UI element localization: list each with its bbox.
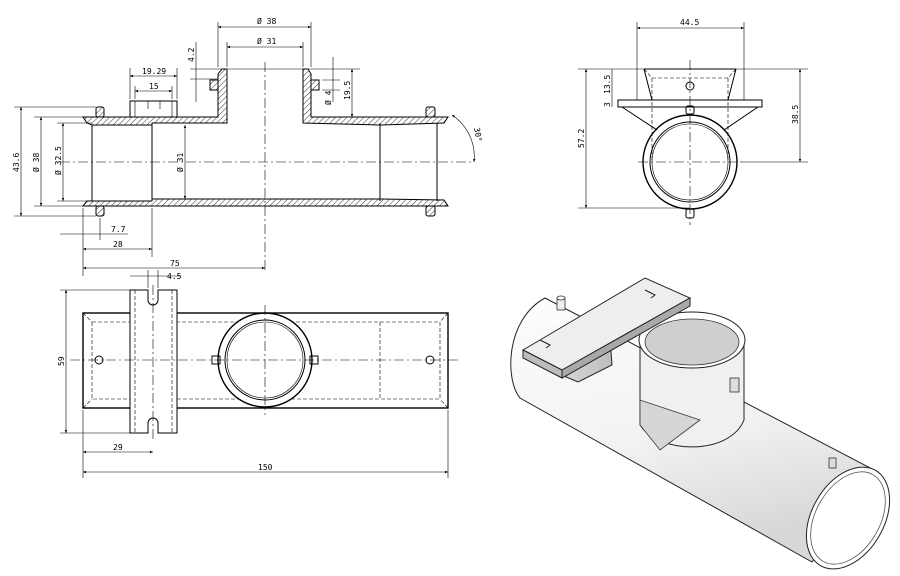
- dim-lip-height: 4.2: [187, 47, 196, 62]
- dim-bracket-position: 29: [113, 443, 123, 452]
- dim-total-length: 150: [258, 463, 273, 472]
- isometric-3d-view: [510, 277, 891, 570]
- dim-flange-dia: 43.6: [12, 153, 21, 172]
- dim-pipe-outer-dia: Ø 38: [31, 153, 41, 172]
- dim-boss-width: 19.29: [142, 67, 166, 76]
- dim-socket-dia: Ø 32.5: [53, 146, 63, 175]
- dim-branch-outer-dia: Ø 38: [257, 16, 276, 26]
- dim-total-height: 57.2: [577, 129, 586, 148]
- top-view: 4.5 59 29 150: [57, 270, 460, 478]
- dim-bracket-length: 59: [57, 356, 66, 366]
- dim-plate-thickness: 3: [603, 102, 612, 107]
- dim-socket-depth: 28: [113, 240, 123, 249]
- dim-slot-width: 4.5: [167, 272, 182, 281]
- dim-boss-inner: 15: [149, 82, 159, 91]
- dim-axis-height: 38.5: [791, 105, 800, 124]
- dim-flange-offset: 7.7: [111, 225, 126, 234]
- dim-bracket-height: 13.5: [603, 75, 612, 94]
- side-view: 44.5 13.5 3 57.2 38.5: [577, 18, 808, 225]
- dim-branch-height: 19.5: [343, 81, 352, 100]
- dim-half-length: 75: [170, 259, 180, 268]
- front-section-view: Ø 38 Ø 31 4.2 19.29 15 Ø 4 19.5 43.6 Ø 3…: [12, 16, 483, 276]
- dim-pin-dia: Ø 4: [323, 90, 333, 105]
- dim-branch-inner-dia: Ø 31: [257, 36, 276, 46]
- dim-bore-dia: Ø 31: [175, 153, 185, 172]
- dim-bracket-width: 44.5: [680, 18, 699, 27]
- dim-chamfer-angle: 30°: [472, 127, 483, 143]
